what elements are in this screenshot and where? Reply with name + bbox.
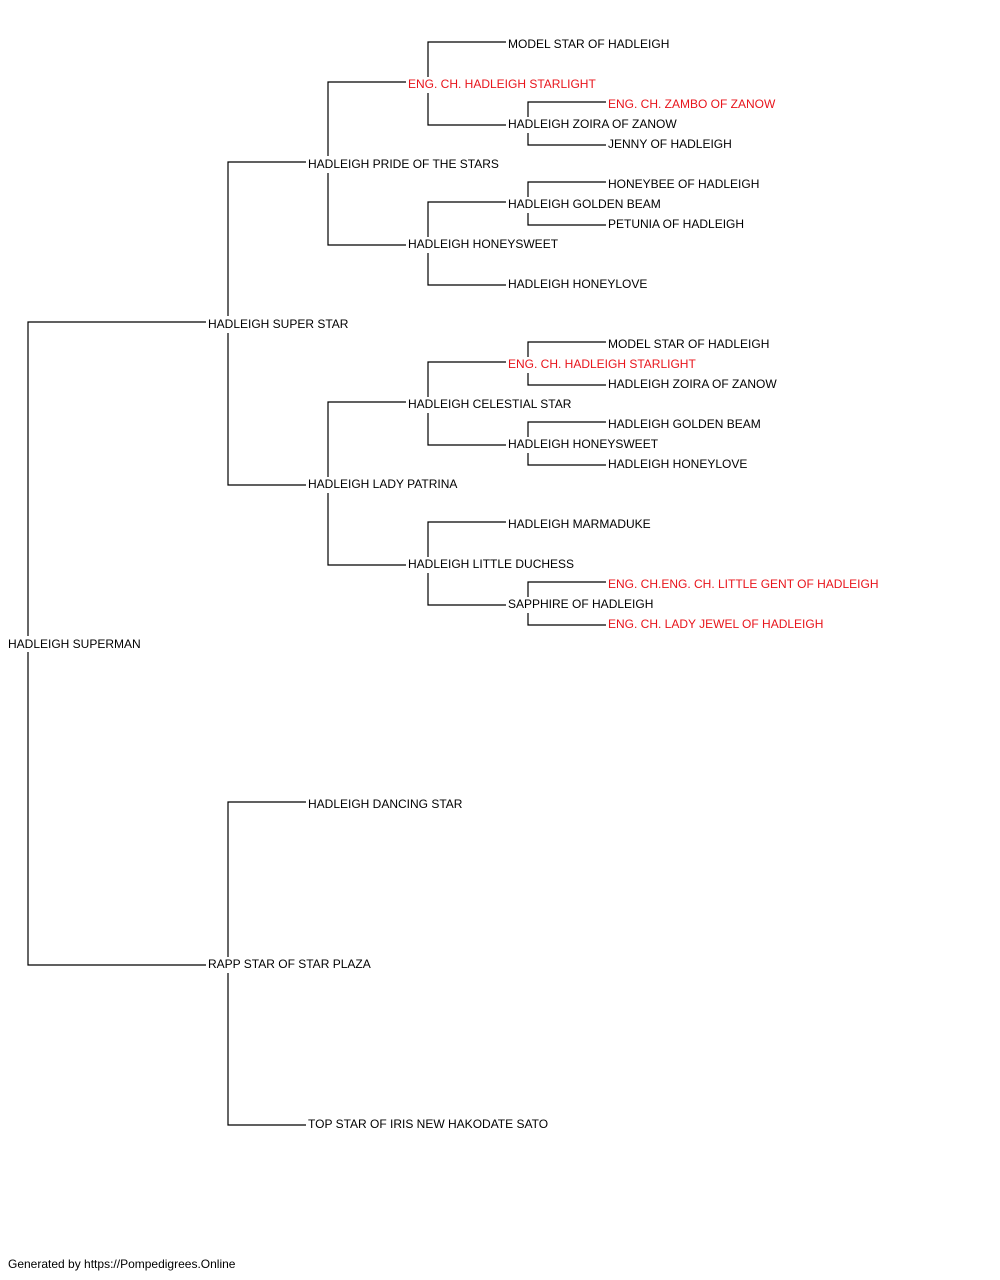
sssd-sire-name: ENG. CH. ZAMBO OF ZANOW xyxy=(608,97,778,111)
ssd-sire-name: HADLEIGH GOLDEN BEAM xyxy=(508,197,663,211)
connector-sd-sire xyxy=(327,401,406,477)
generated-by-footer: Generated by https://Pompedigrees.Online xyxy=(8,1257,236,1271)
connector-ss-dam xyxy=(327,173,406,246)
sdsd-dam-name: HADLEIGH HONEYLOVE xyxy=(608,457,750,471)
sssd-dam-name: JENNY OF HADLEIGH xyxy=(608,137,734,151)
connector-sssd-dam xyxy=(527,133,606,146)
connector-sdss-sire xyxy=(527,341,606,357)
sdss-dam-name: HADLEIGH ZOIRA OF ZANOW xyxy=(608,377,779,391)
paternal-grandsire-name: HADLEIGH PRIDE OF THE STARS xyxy=(308,157,501,171)
sd-sire-name: HADLEIGH CELESTIAL STAR xyxy=(408,397,574,411)
sds-dam-name: HADLEIGH HONEYSWEET xyxy=(508,437,661,451)
sddd-dam-name: ENG. CH. LADY JEWEL OF HADLEIGH xyxy=(608,617,826,631)
sdd-dam-name: SAPPHIRE OF HADLEIGH xyxy=(508,597,656,611)
connector-group xyxy=(27,41,606,1126)
connector-dam-dam xyxy=(227,973,306,1126)
connector-sddd-sire xyxy=(527,581,606,597)
connector-sd-dam xyxy=(327,493,406,566)
connector-dam-sire xyxy=(227,801,306,957)
connector-sire-dam xyxy=(227,333,306,486)
maternal-granddam-name: TOP STAR OF IRIS NEW HAKODATE SATO xyxy=(308,1117,551,1131)
sss-dam-name: HADLEIGH ZOIRA OF ZANOW xyxy=(508,117,679,131)
connector-ssd-sire xyxy=(427,201,506,237)
sd-dam-name: HADLEIGH LITTLE DUCHESS xyxy=(408,557,577,571)
connector-sss-sire xyxy=(427,41,506,77)
connector-sssd-sire xyxy=(527,101,606,117)
connector-subject-sire xyxy=(27,321,206,636)
ssd-dam-name: HADLEIGH HONEYLOVE xyxy=(508,277,650,291)
ss-sire-name: ENG. CH. HADLEIGH STARLIGHT xyxy=(408,77,598,91)
ssds-dam-name: PETUNIA OF HADLEIGH xyxy=(608,217,747,231)
sdsd-sire-name: HADLEIGH GOLDEN BEAM xyxy=(608,417,763,431)
sdd-sire-name: HADLEIGH MARMADUKE xyxy=(508,517,653,531)
ss-dam-name: HADLEIGH HONEYSWEET xyxy=(408,237,561,251)
connector-subject-dam xyxy=(27,652,206,966)
ssds-sire-name: HONEYBEE OF HADLEIGH xyxy=(608,177,762,191)
connector-sds-sire xyxy=(427,361,506,397)
connector-ss-sire xyxy=(327,81,406,156)
connector-ssds-sire xyxy=(527,181,606,197)
sss-sire-name: MODEL STAR OF HADLEIGH xyxy=(508,37,672,51)
connector-sdd-sire xyxy=(427,521,506,557)
connector-sdsd-sire xyxy=(527,421,606,437)
connector-sdd-dam xyxy=(427,573,506,606)
maternal-grandsire-name: HADLEIGH DANCING STAR xyxy=(308,797,465,811)
connector-sire-sire xyxy=(227,161,306,316)
sire-name: HADLEIGH SUPER STAR xyxy=(208,317,351,331)
connector-sdss-dam xyxy=(527,373,606,386)
paternal-granddam-name: HADLEIGH LADY PATRINA xyxy=(308,477,460,491)
connector-sdsd-dam xyxy=(527,453,606,466)
dam-name: RAPP STAR OF STAR PLAZA xyxy=(208,957,373,971)
connector-ssd-dam xyxy=(427,253,506,286)
connector-sddd-dam xyxy=(527,613,606,626)
sddd-sire-name: ENG. CH.ENG. CH. LITTLE GENT OF HADLEIGH xyxy=(608,577,881,591)
connector-sss-dam xyxy=(427,93,506,126)
subject-dog-name: HADLEIGH SUPERMAN xyxy=(8,637,143,651)
sds-sire-name: ENG. CH. HADLEIGH STARLIGHT xyxy=(508,357,698,371)
sdss-sire-name: MODEL STAR OF HADLEIGH xyxy=(608,337,772,351)
connector-ssds-dam xyxy=(527,213,606,226)
connector-sds-dam xyxy=(427,413,506,446)
